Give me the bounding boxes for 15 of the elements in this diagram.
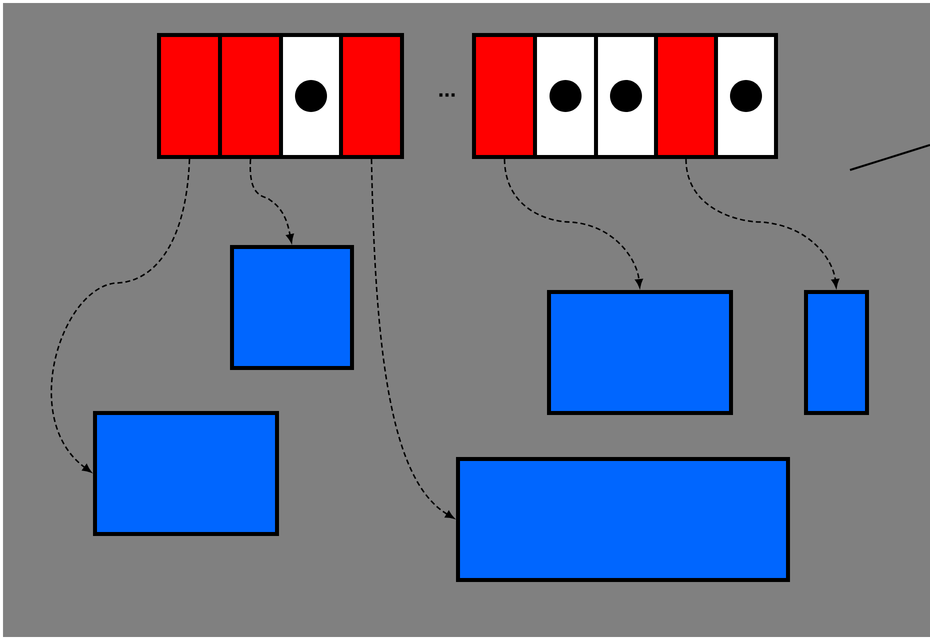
- dot: [730, 80, 762, 112]
- arrow: [50, 158, 190, 473]
- block-box: [804, 290, 869, 415]
- block-box: [456, 457, 790, 582]
- block-box: [230, 245, 354, 370]
- arrow: [685, 158, 840, 288]
- dot: [550, 80, 582, 112]
- arrow: [370, 158, 454, 519]
- dot: [610, 80, 642, 112]
- block-box: [93, 411, 279, 536]
- dot: [295, 80, 327, 112]
- arrow: [250, 158, 294, 243]
- ellipsis: ...: [439, 93, 455, 97]
- block-box: [547, 290, 733, 415]
- arrow: [504, 158, 643, 288]
